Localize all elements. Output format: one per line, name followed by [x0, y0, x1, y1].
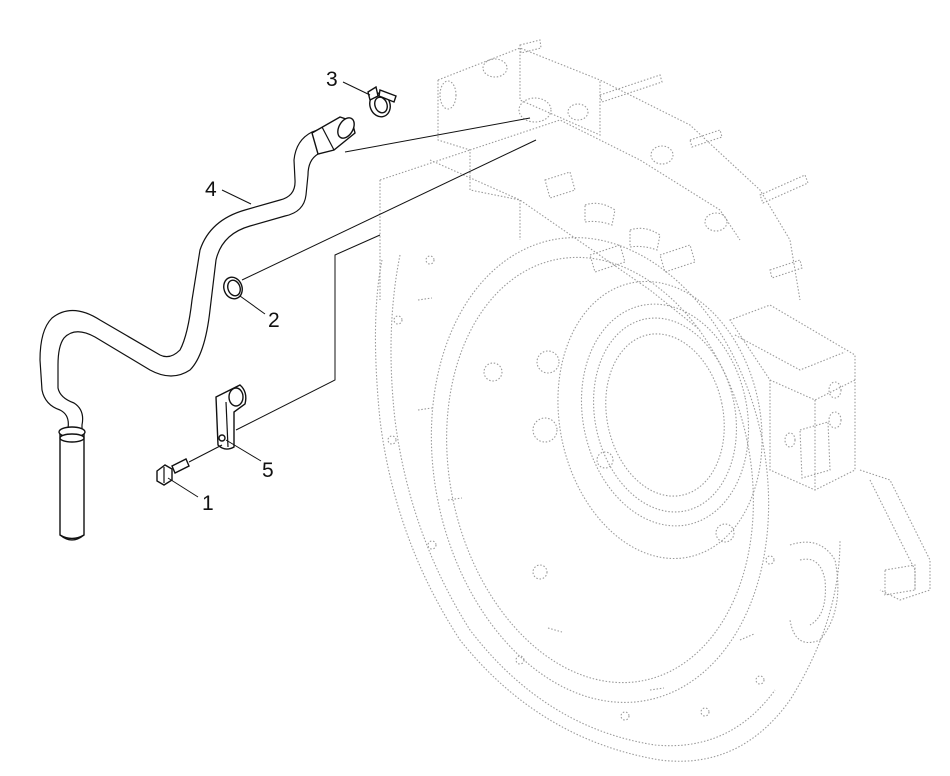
callout-5: 5	[225, 439, 274, 482]
bolt-part-1[interactable]	[156, 444, 223, 486]
callout-label-1: 1	[202, 492, 214, 515]
callout-1: 1	[167, 477, 214, 515]
bracket-part-5[interactable]	[215, 384, 247, 450]
callout-label-3: 3	[326, 68, 338, 91]
clamp-part-3[interactable]	[366, 85, 397, 120]
callout-2: 2	[239, 295, 280, 332]
callout-label-4: 4	[205, 178, 217, 201]
callout-label-2: 2	[268, 309, 280, 332]
callout-3: 3	[326, 68, 371, 96]
flywheel-housing	[374, 39, 931, 762]
callout-4: 4	[205, 178, 252, 205]
callout-label-5: 5	[262, 459, 274, 482]
o-ring-part-2[interactable]	[221, 275, 245, 302]
assembly-lines	[235, 117, 537, 431]
hose-part-4[interactable]	[39, 115, 358, 541]
